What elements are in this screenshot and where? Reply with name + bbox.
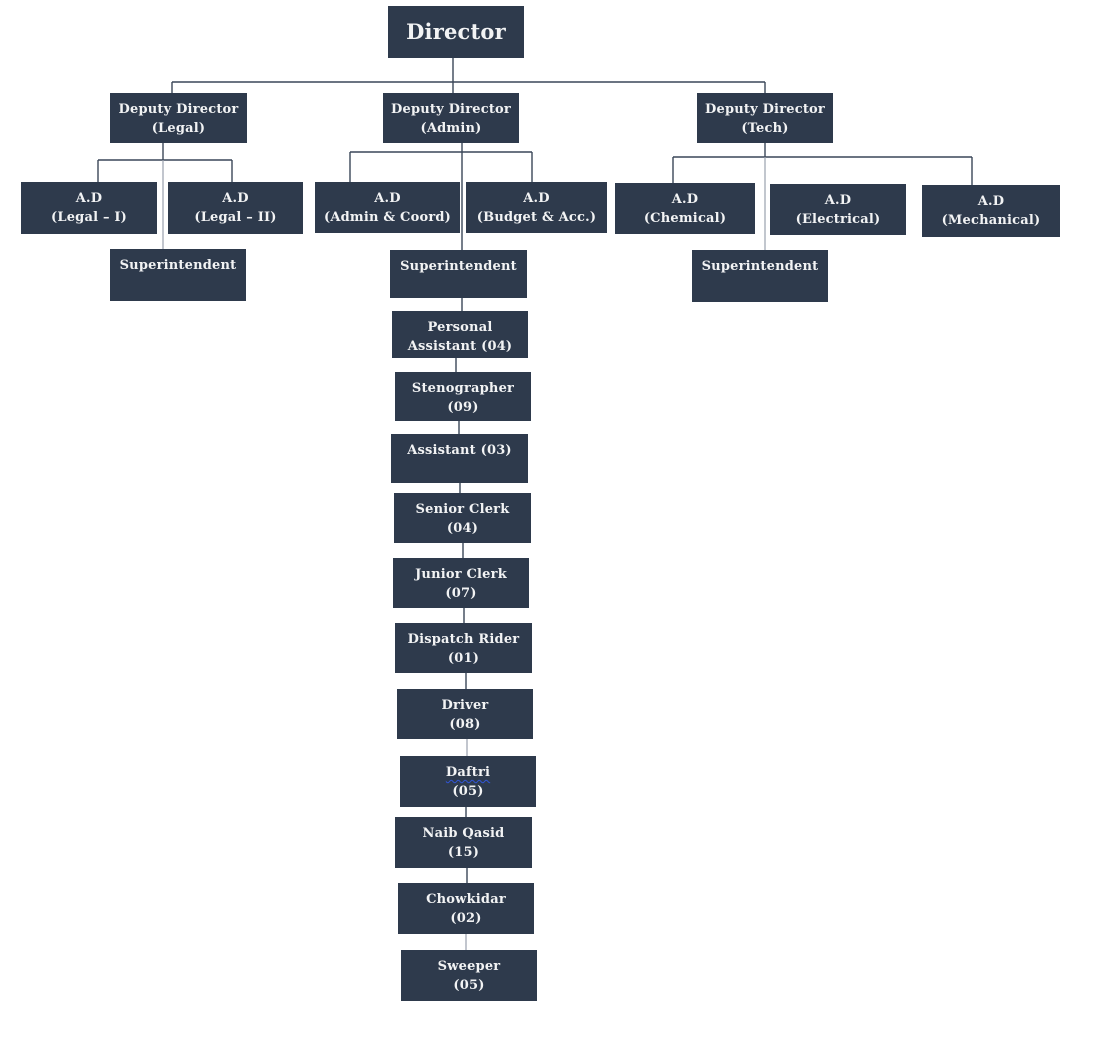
node-ad-budget-acc: A.D (Budget & Acc.) (466, 182, 607, 233)
node-senior-clerk: Senior Clerk (04) (394, 493, 531, 543)
node-stenographer: Stenographer (09) (395, 372, 531, 421)
node-chowkidar: Chowkidar (02) (398, 883, 534, 934)
node-ad-legal-1: A.D (Legal – I) (21, 182, 157, 234)
node-junior-clerk: Junior Clerk (07) (393, 558, 529, 608)
node-superintendent-legal: Superintendent (110, 249, 246, 301)
node-ad-mechanical: A.D (Mechanical) (922, 185, 1060, 237)
node-superintendent-admin: Superintendent (390, 250, 527, 298)
node-sweeper: Sweeper (05) (401, 950, 537, 1001)
node-personal-assistant: Personal Assistant (04) (392, 311, 528, 358)
node-naib-qasid: Naib Qasid (15) (395, 817, 532, 868)
node-ad-electrical: A.D (Electrical) (770, 184, 906, 235)
node-driver: Driver (08) (397, 689, 533, 739)
node-superintendent-tech: Superintendent (692, 250, 828, 302)
node-assistant: Assistant (03) (391, 434, 528, 483)
node-deputy-director-legal: Deputy Director (Legal) (110, 93, 247, 143)
node-ad-chemical: A.D (Chemical) (615, 183, 755, 234)
node-ad-admin-coord: A.D (Admin & Coord) (315, 182, 460, 233)
node-director: Director (388, 6, 524, 58)
node-ad-legal-2: A.D (Legal – II) (168, 182, 303, 234)
node-dispatch-rider: Dispatch Rider (01) (395, 623, 532, 673)
node-daftri: Daftri (05) (400, 756, 536, 807)
node-deputy-director-admin: Deputy Director (Admin) (383, 93, 519, 143)
node-deputy-director-tech: Deputy Director (Tech) (697, 93, 833, 143)
